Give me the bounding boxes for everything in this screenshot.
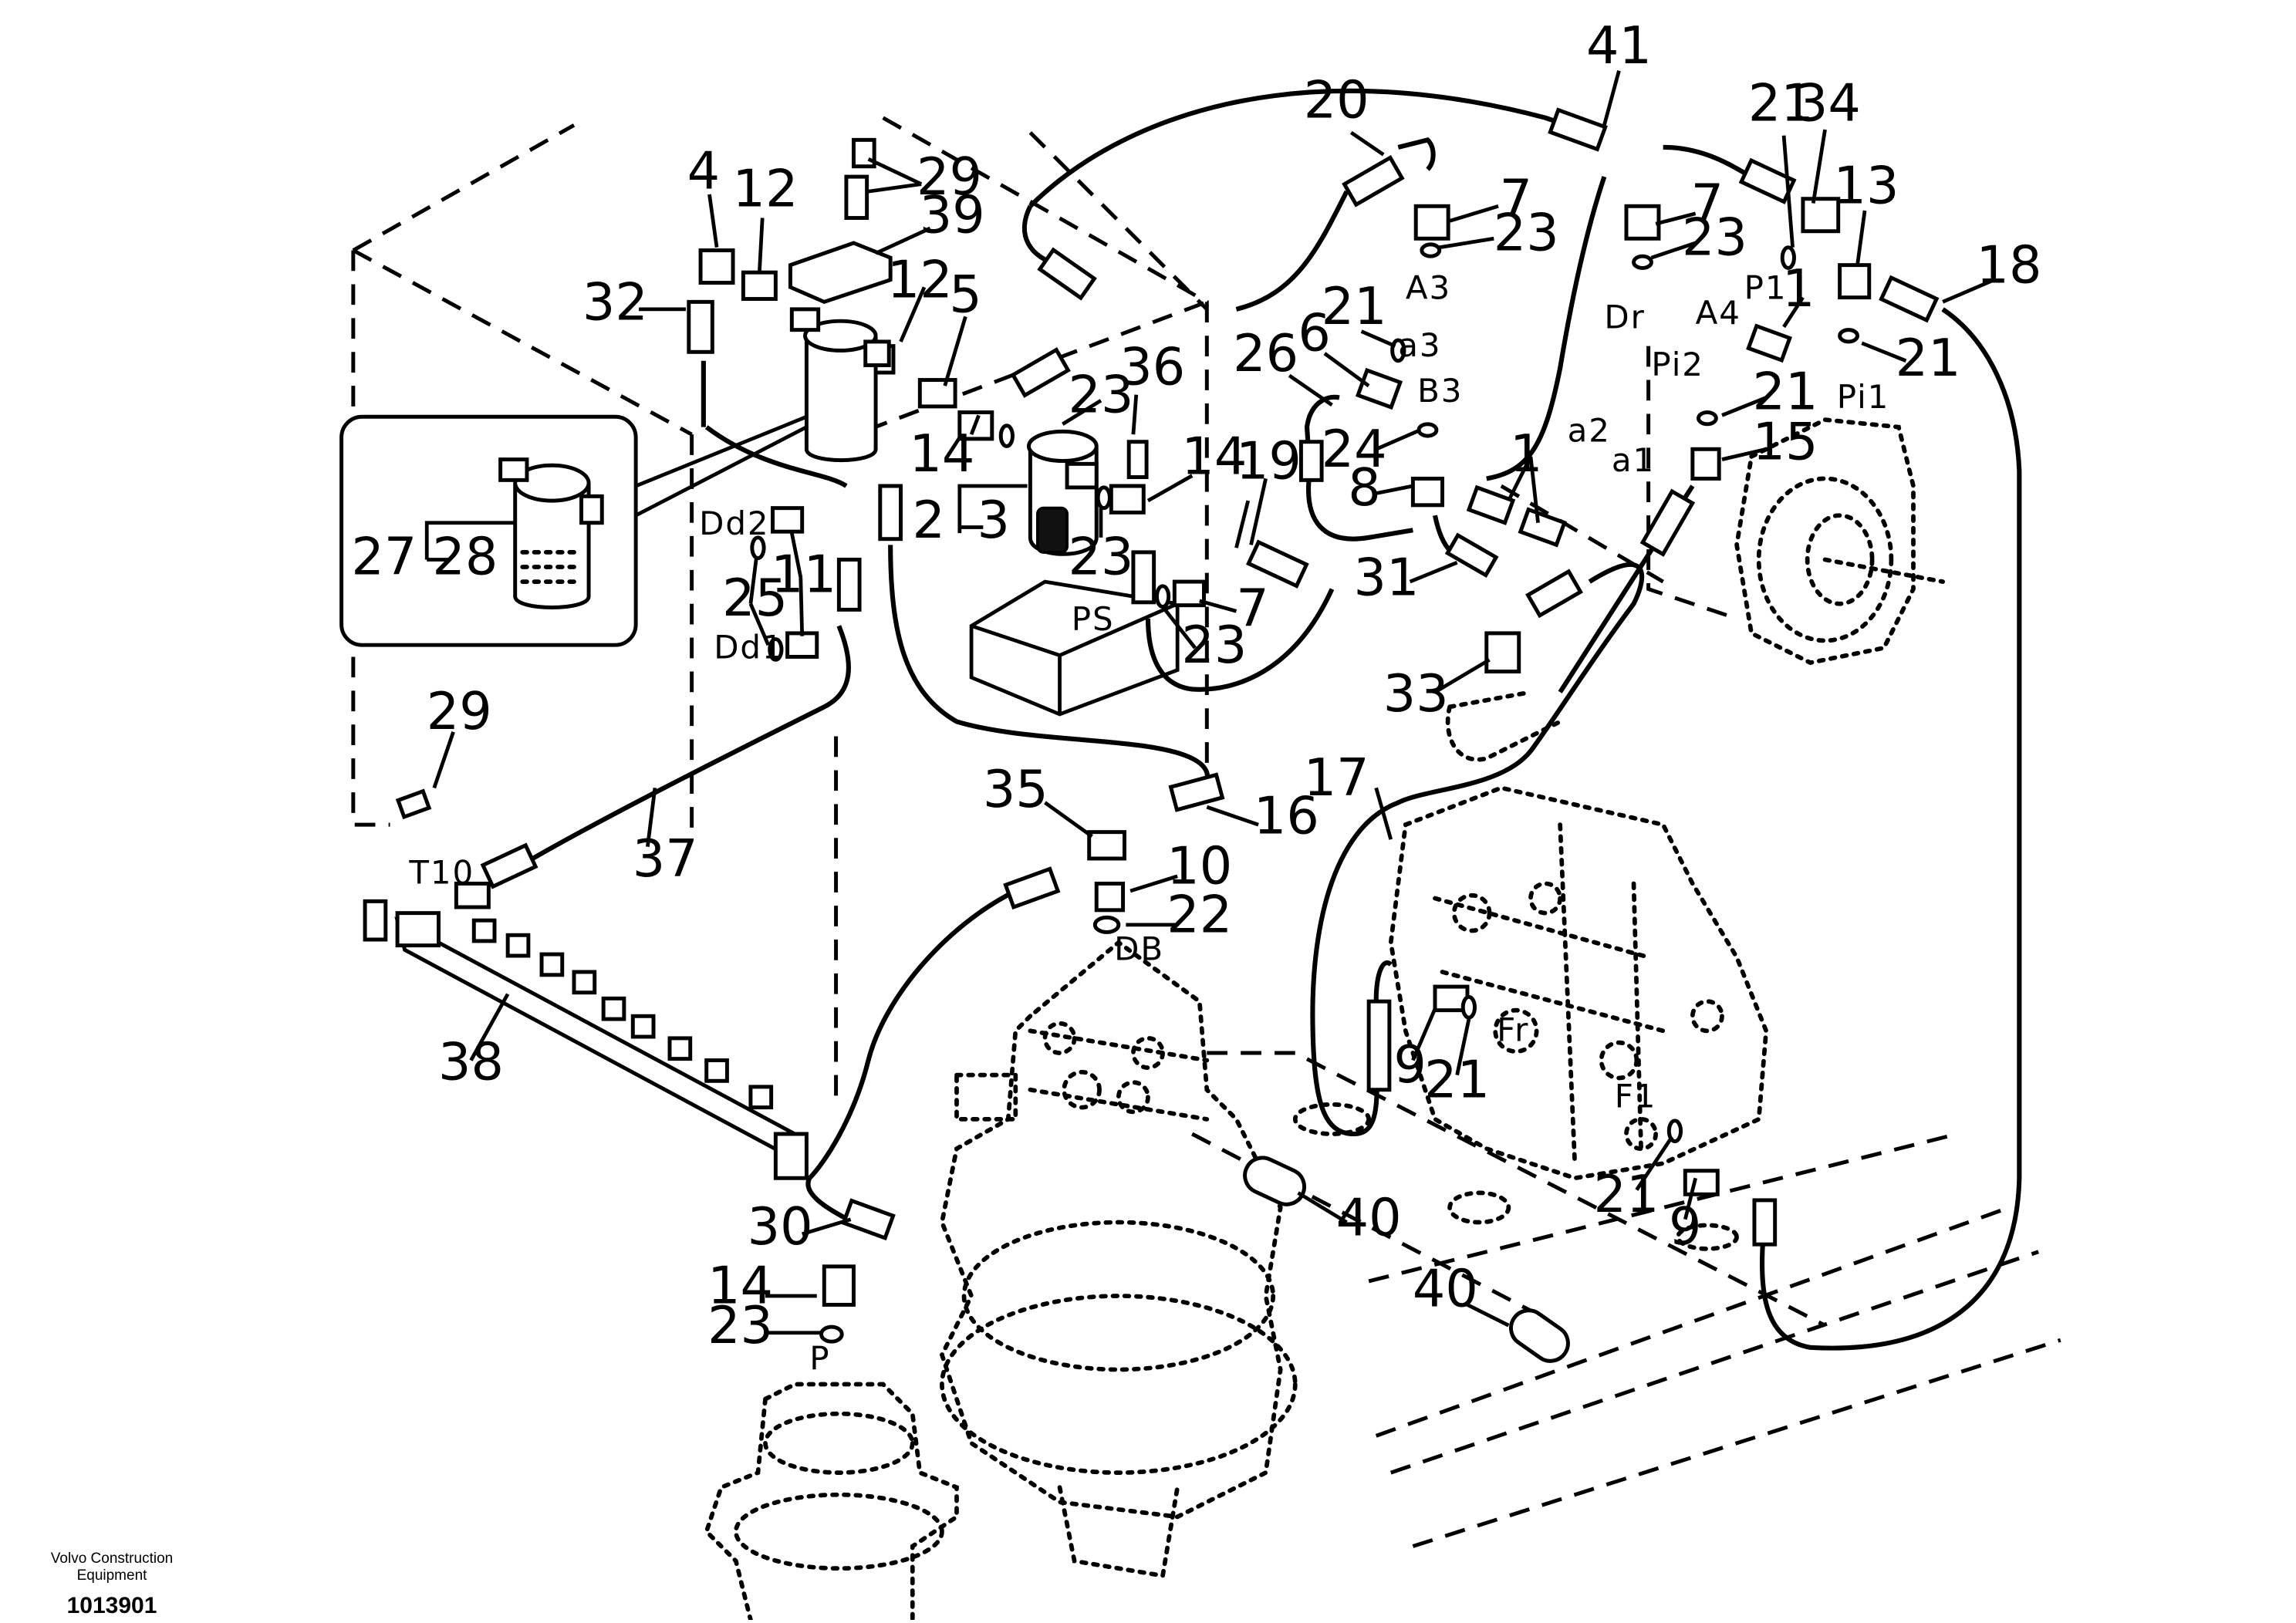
- filter-assemblies: [339, 241, 1099, 647]
- callout-33: 33: [1383, 663, 1449, 724]
- port-label-T10: T10: [408, 853, 474, 891]
- callout-labels: 1 1 2 3 4 5 6 7 7 7 8 9 9 10 11 12 12 13…: [351, 15, 2041, 1355]
- callout-21: 21: [1896, 328, 1961, 388]
- callout-12: 12: [733, 158, 799, 218]
- port-label-Pi2: Pi2: [1651, 346, 1703, 383]
- callout-23: 23: [1494, 203, 1559, 263]
- port-label-A4: A4: [1696, 294, 1741, 332]
- footer-block: Volvo Construction Equipment 1013901: [31, 1550, 193, 1623]
- callout-21: 21: [1753, 362, 1818, 422]
- callout-29: 29: [917, 147, 982, 207]
- callout-15: 15: [1753, 412, 1818, 472]
- callout-23: 23: [1682, 207, 1747, 267]
- o-rings: [750, 242, 1859, 1344]
- callout-1: 1: [1510, 423, 1542, 484]
- port-label-DB: DB: [1114, 930, 1164, 968]
- callout-28: 28: [432, 527, 498, 587]
- frame-outlines: [351, 116, 2061, 1548]
- port-label-P1: P1: [1744, 269, 1788, 307]
- leader-lines: [424, 70, 1995, 1335]
- port-label-Dr: Dr: [1604, 299, 1645, 336]
- return-rail: [363, 881, 809, 1180]
- callout-32: 32: [582, 272, 648, 332]
- callout-14: 14: [707, 1256, 773, 1316]
- callout-22: 22: [1167, 884, 1232, 944]
- callout-14: 14: [909, 423, 974, 484]
- callout-36: 36: [1119, 336, 1185, 396]
- port-labels: A3 a3 B3 A4 P1 Dr Pi2 Pi1 a2 a1 Dd2 Dd1 …: [408, 269, 1889, 1378]
- callout-6: 6: [1298, 302, 1330, 363]
- callout-23: 23: [707, 1295, 773, 1355]
- callout-21: 21: [1748, 73, 1814, 133]
- callout-38: 38: [438, 1031, 504, 1092]
- callout-23: 23: [1181, 615, 1247, 675]
- hoses: [514, 88, 2022, 1351]
- adapter-fittings: [395, 137, 1872, 1307]
- port-label-P: P: [809, 1339, 830, 1377]
- company-name-line1: Volvo Construction: [50, 1550, 174, 1567]
- drawing-number: 1013901: [66, 1593, 157, 1618]
- callout-40: 40: [1413, 1258, 1478, 1318]
- callout-8: 8: [1348, 457, 1380, 518]
- callout-21: 21: [1594, 1164, 1660, 1224]
- callout-7: 7: [1500, 169, 1532, 229]
- callout-18: 18: [1977, 235, 2042, 295]
- callout-23: 23: [1068, 365, 1133, 425]
- callout-16: 16: [1254, 786, 1319, 846]
- callout-21: 21: [1424, 1049, 1490, 1109]
- port-label-A3: A3: [1406, 269, 1451, 307]
- callout-30: 30: [748, 1196, 813, 1257]
- callout-7: 7: [1691, 173, 1724, 233]
- fittings: [395, 107, 1940, 1344]
- callout-9: 9: [1393, 1034, 1426, 1095]
- callout-19: 19: [1236, 430, 1302, 491]
- callout-34: 34: [1795, 73, 1861, 133]
- callout-3: 3: [977, 490, 1009, 550]
- callout-37: 37: [633, 828, 698, 889]
- dotted-components: [704, 417, 1946, 1620]
- port-label-Dd2: Dd2: [699, 504, 769, 542]
- callout-27: 27: [351, 527, 417, 587]
- callout-2: 2: [913, 490, 945, 550]
- callout-35: 35: [983, 759, 1048, 819]
- callout-40: 40: [1336, 1188, 1402, 1248]
- callout-4: 4: [687, 140, 720, 201]
- callout-14: 14: [1181, 427, 1247, 487]
- port-label-B3: B3: [1417, 372, 1463, 410]
- callout-41: 41: [1586, 15, 1652, 76]
- port-label-F1: F1: [1615, 1078, 1657, 1115]
- port-label-Pi1: Pi1: [1837, 378, 1889, 416]
- callout-7: 7: [1236, 578, 1268, 638]
- callout-29: 29: [427, 681, 492, 741]
- callout-20: 20: [1304, 70, 1369, 130]
- port-label-PS: PS: [1072, 600, 1115, 638]
- callout-21: 21: [1322, 276, 1387, 336]
- port-label-a2: a2: [1568, 412, 1611, 450]
- callout-26: 26: [1233, 323, 1298, 383]
- port-label-Fr: Fr: [1497, 1011, 1529, 1049]
- callout-25: 25: [722, 568, 788, 628]
- port-label-a3: a3: [1398, 326, 1441, 364]
- callout-5: 5: [949, 265, 981, 325]
- callout-17: 17: [1304, 747, 1369, 808]
- callout-10: 10: [1167, 835, 1232, 896]
- callout-9: 9: [1669, 1196, 1701, 1257]
- port-label-a1: a1: [1612, 441, 1655, 479]
- company-name-line2: Equipment: [76, 1567, 147, 1584]
- callout-1: 1: [1782, 258, 1815, 319]
- callout-24: 24: [1322, 419, 1387, 479]
- callout-31: 31: [1354, 547, 1420, 607]
- port-label-Dd1: Dd1: [714, 628, 784, 666]
- callout-39: 39: [920, 185, 985, 245]
- callout-11: 11: [771, 544, 836, 604]
- gaskets: [1243, 1156, 1570, 1363]
- callout-23: 23: [1068, 527, 1133, 587]
- callout-12: 12: [887, 250, 953, 310]
- callout-13: 13: [1833, 155, 1899, 215]
